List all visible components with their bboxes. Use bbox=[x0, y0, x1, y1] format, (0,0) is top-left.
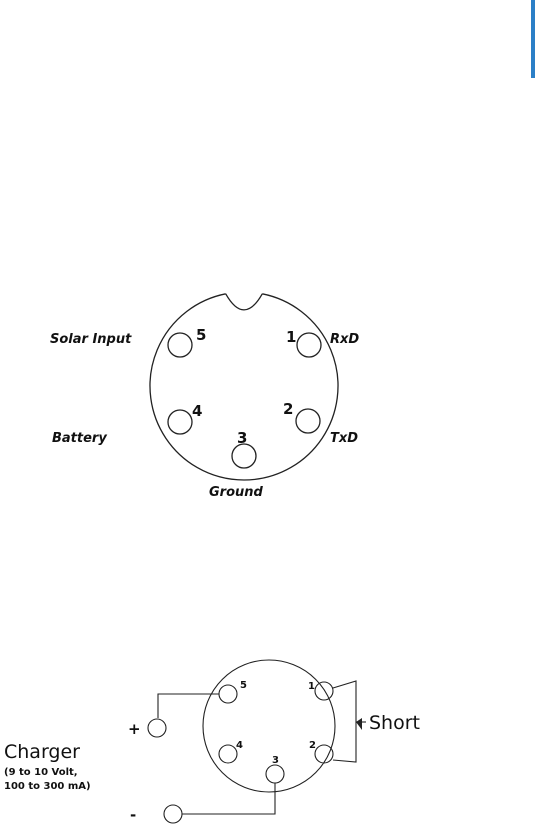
pinout-signal-labels: Solar Input RxD Battery TxD Ground bbox=[50, 332, 359, 500]
pinout-diagram bbox=[150, 294, 338, 480]
charger-pin-2-socket bbox=[315, 745, 333, 763]
negative-terminal bbox=[164, 805, 182, 823]
txd-label: TxD bbox=[330, 431, 358, 446]
solar-input-label: Solar Input bbox=[50, 332, 132, 347]
positive-terminal bbox=[148, 719, 166, 737]
pin-5-socket bbox=[168, 333, 192, 357]
short-label: Short bbox=[369, 712, 420, 734]
charger-spec-line-2: 100 to 300 mA) bbox=[4, 781, 91, 792]
charger-diagram bbox=[148, 660, 366, 823]
charger-connector-body bbox=[203, 660, 335, 792]
charger-spec-line-1: (9 to 10 Volt, bbox=[4, 767, 78, 778]
negative-wire bbox=[182, 783, 275, 814]
charger-labels: + - Charger (9 to 10 Volt, 100 to 300 mA… bbox=[4, 712, 420, 824]
short-link-wire bbox=[333, 681, 356, 762]
pin-5-number: 5 bbox=[196, 326, 206, 344]
charger-pin-4-number: 4 bbox=[236, 740, 243, 751]
pinout-pin-numbers: 5 1 4 2 3 bbox=[192, 326, 296, 447]
pin-4-number: 4 bbox=[192, 402, 202, 420]
charger-pin-5-socket bbox=[219, 685, 237, 703]
charger-pin-numbers: 5 1 4 2 3 bbox=[236, 680, 316, 766]
pin-4-socket bbox=[168, 410, 192, 434]
pin-3-socket bbox=[232, 444, 256, 468]
charger-pin-2-number: 2 bbox=[309, 740, 316, 751]
connector-keyway-notch bbox=[226, 294, 263, 310]
battery-label: Battery bbox=[52, 431, 107, 446]
positive-sign: + bbox=[128, 720, 141, 738]
pin-2-socket bbox=[296, 409, 320, 433]
charger-pin-3-number: 3 bbox=[272, 755, 279, 766]
charger-pin-1-number: 1 bbox=[308, 681, 315, 692]
charger-pin-4-socket bbox=[219, 745, 237, 763]
charger-pin-3-socket bbox=[266, 765, 284, 783]
pin-3-number: 3 bbox=[237, 429, 247, 447]
ground-label: Ground bbox=[209, 485, 264, 500]
pin-2-number: 2 bbox=[283, 400, 293, 418]
charger-pin-5-number: 5 bbox=[240, 680, 247, 691]
negative-sign: - bbox=[130, 806, 136, 824]
short-brace bbox=[356, 718, 362, 730]
pin-1-number: 1 bbox=[286, 328, 296, 346]
connector-body-outline bbox=[150, 294, 338, 480]
rxd-label: RxD bbox=[330, 332, 359, 347]
charger-pin-1-socket bbox=[315, 682, 333, 700]
pin-1-socket bbox=[297, 333, 321, 357]
charger-title: Charger bbox=[4, 741, 80, 763]
